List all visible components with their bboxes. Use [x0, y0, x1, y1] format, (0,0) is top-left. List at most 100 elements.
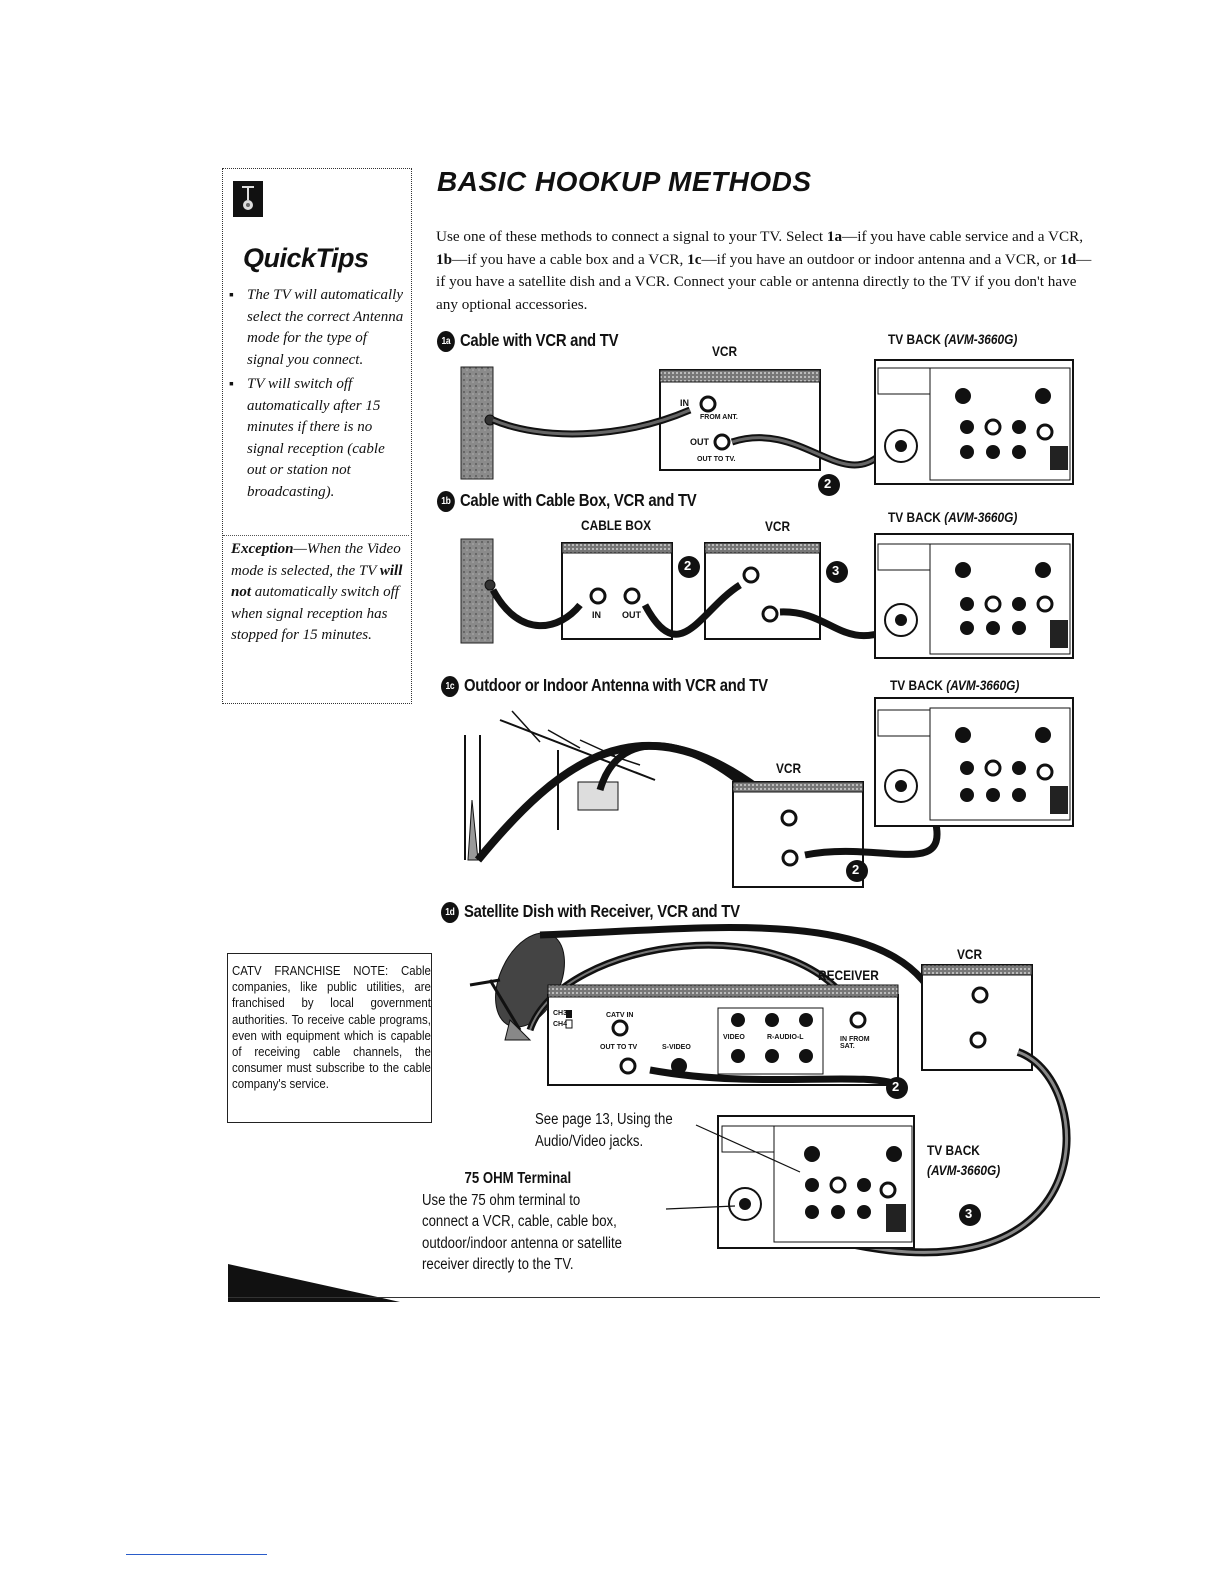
exception-text-1: —When the Video mode is selected, the TV	[231, 541, 401, 579]
section-title-text: Satellite Dish with Receiver, VCR and TV	[463, 901, 740, 921]
terminal-line: receiver directly to the TV.	[422, 1256, 574, 1273]
cable-box-label: CABLE BOX	[581, 517, 652, 533]
intro-text: Use one of these methods to connect a si…	[436, 228, 827, 245]
vcr-unit	[659, 369, 821, 471]
tv-back-label: TV BACK	[927, 1142, 980, 1158]
vcr-out-jack	[713, 433, 731, 451]
intro-option: 1c	[687, 250, 702, 268]
quicktip-item: TV will switch off automatically after 1…	[229, 374, 405, 503]
quicktip-exception: Exception—When the Video mode is selecte…	[223, 535, 409, 647]
vcr-in-jack	[699, 395, 717, 413]
page-corner-wedge	[228, 1264, 400, 1302]
vcr-unit	[732, 781, 864, 888]
vcr-label: VCR	[765, 518, 791, 534]
jack-label-in: IN	[680, 398, 689, 408]
jack-label-ch3: CH3	[553, 1010, 568, 1017]
tv-back-text: TV BACK	[888, 509, 941, 525]
tv-back-panel	[874, 697, 1074, 827]
jack-label-video: VIDEO	[723, 1034, 745, 1041]
intro-paragraph: Use one of these methods to connect a si…	[436, 226, 1098, 316]
tv-model: (AVM-3660G)	[927, 1162, 1001, 1178]
jack-label-out-to-tv: OUT TO TV.	[697, 456, 736, 463]
quicktip-item: The TV will automatically select the cor…	[229, 285, 405, 371]
quicktips-box: QuickTips The TV will automatically sele…	[222, 168, 412, 704]
step-badge	[959, 1204, 981, 1226]
tv-model: (AVM-3660G)	[944, 509, 1018, 525]
catv-franchise-note: CATV FRANCHISE NOTE: Cable companies, li…	[227, 953, 432, 1123]
wall-plate	[460, 538, 494, 644]
section-badge: 1c	[441, 675, 459, 697]
tv-model: (AVM-3660G)	[944, 331, 1018, 347]
see-page-line: Audio/Video jacks.	[535, 1132, 644, 1150]
intro-text: —if you have a satellite dish and a VCR.…	[436, 250, 1092, 313]
antenna-drawing	[464, 710, 656, 861]
tv-back-label: TV BACK (AVM-3660G)	[888, 509, 1017, 525]
catv-note-text: CATV FRANCHISE NOTE: Cable companies, li…	[232, 963, 431, 1092]
terminal-line: Use the 75 ohm terminal to	[422, 1191, 581, 1209]
quicktips-icon	[233, 181, 263, 217]
vcr-unit	[921, 964, 1033, 1071]
step-badge	[818, 474, 840, 496]
terminal-line: connect a VCR, cable, cable box,	[422, 1213, 617, 1230]
section-title-text: Outdoor or Indoor Antenna with VCR and T…	[463, 675, 768, 695]
tv-back-text: TV BACK	[890, 677, 943, 693]
jack-label-out: OUT	[690, 437, 709, 447]
step-number: 3	[832, 563, 840, 578]
step-badge	[886, 1077, 908, 1099]
intro-option: 1d	[1060, 250, 1077, 268]
tv-back-text: TV BACK	[888, 331, 941, 347]
step-number: 3	[965, 1206, 973, 1221]
step-number: 2	[684, 558, 692, 573]
exception-bold: will not	[231, 562, 403, 601]
section-badge: 1b	[437, 490, 455, 512]
vcr-unit	[704, 542, 821, 640]
jack-label-ch4: CH4	[553, 1021, 568, 1028]
jack-label-box-in: IN	[592, 610, 601, 620]
wall-jack	[484, 579, 496, 591]
bottom-rule	[228, 1297, 1100, 1298]
jack-label-box-out: OUT	[622, 610, 641, 620]
intro-option: 1b	[436, 250, 453, 268]
section-title-text: Cable with Cable Box, VCR and TV	[459, 490, 697, 510]
exception-lead: Exception	[231, 541, 294, 557]
jack-label-catv-in: CATV IN	[606, 1012, 634, 1019]
intro-text: —if you have an outdoor or indoor antenn…	[701, 250, 1061, 268]
vcr-label: VCR	[776, 760, 802, 776]
vcr-label: VCR	[712, 343, 738, 359]
intro-option: 1a	[826, 228, 843, 245]
section-title-text: Cable with VCR and TV	[459, 330, 619, 350]
tv-model-label: (AVM-3660G)	[927, 1162, 1000, 1178]
step-number: 2	[852, 862, 860, 877]
jack-label-s-video: S-VIDEO	[662, 1044, 691, 1051]
step-badge	[678, 556, 700, 578]
see-page-line: See page 13, Using the	[535, 1111, 673, 1128]
section-badge: 1d	[441, 901, 459, 923]
tv-back-panel	[717, 1115, 915, 1249]
terminal-caption: 75 OHM Terminal Use the 75 ohm terminal …	[422, 1168, 622, 1276]
jack-label-from-ant: FROM ANT.	[700, 414, 738, 421]
step-badge	[846, 860, 868, 882]
terminal-line: outdoor/indoor antenna or satellite	[422, 1234, 622, 1252]
vcr-label: VCR	[957, 946, 983, 962]
step-number: 2	[892, 1079, 900, 1094]
tv-back-label: TV BACK (AVM-3660G)	[888, 331, 1017, 347]
tv-back-panel	[874, 533, 1074, 659]
quicktips-list: The TV will automatically select the cor…	[229, 285, 405, 506]
intro-text: —if you have a cable box and a VCR,	[452, 250, 688, 268]
tv-back-panel	[874, 359, 1074, 485]
jack-label-r-audio-l: R-AUDIO-L	[767, 1034, 804, 1041]
jack-label-rx-out-to-tv: OUT TO TV	[600, 1044, 638, 1051]
step-number: 2	[824, 476, 832, 491]
receiver-label: RECEIVER	[818, 967, 879, 983]
page-title: BASIC HOOKUP METHODS	[437, 166, 812, 197]
footer-link-rule	[126, 1554, 267, 1555]
exception-text-2: automatically switch off when signal rec…	[231, 584, 399, 643]
tv-model: (AVM-3660G)	[946, 677, 1020, 693]
jack-label-in-from-sat: IN FROM SAT.	[840, 1036, 870, 1050]
step-badge	[826, 561, 848, 583]
